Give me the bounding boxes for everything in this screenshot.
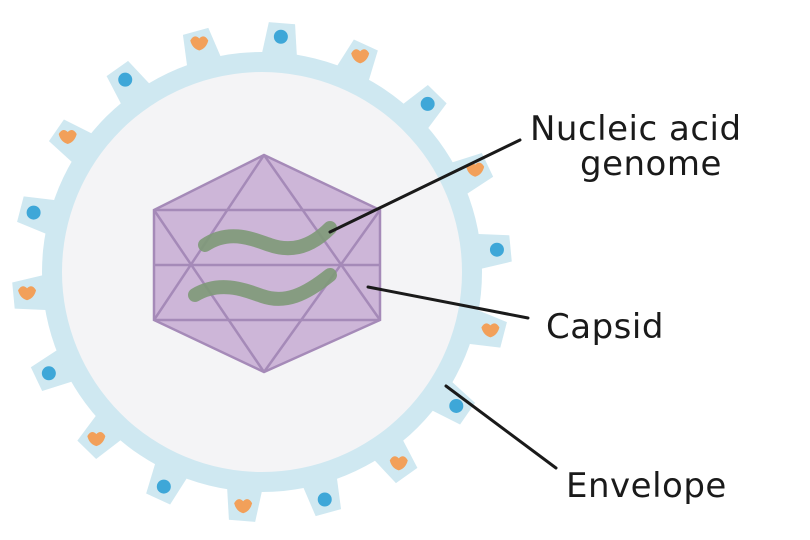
orange-surface-protein	[389, 456, 408, 471]
spike-glycoprotein	[398, 84, 447, 133]
envelope-spikes	[12, 22, 512, 522]
genome-label-line1: Nucleic acid	[530, 109, 742, 149]
orange-surface-protein	[466, 162, 485, 177]
capsid-label: Capsid	[546, 307, 664, 347]
capsid	[152, 153, 382, 374]
blue-surface-protein	[41, 366, 56, 381]
spike-glycoprotein	[48, 119, 97, 166]
blue-surface-protein	[317, 492, 332, 507]
blue-surface-protein	[449, 398, 464, 413]
blue-surface-protein	[420, 96, 435, 111]
orange-surface-protein	[18, 286, 37, 301]
blue-surface-protein	[156, 479, 171, 494]
blue-surface-protein	[118, 72, 133, 87]
blue-surface-protein	[489, 242, 504, 257]
genome-leader-line	[328, 138, 522, 234]
blue-surface-protein	[26, 205, 41, 220]
orange-surface-protein	[190, 36, 209, 51]
capsid-facets	[152, 154, 382, 373]
blue-surface-protein	[273, 29, 288, 44]
capsid-leader-line	[366, 285, 530, 320]
orange-surface-protein	[481, 323, 500, 338]
orange-surface-protein	[58, 129, 77, 145]
genome-label-line2: genome	[580, 144, 722, 184]
orange-surface-protein	[234, 499, 253, 514]
nucleic-acid-genome	[188, 221, 337, 306]
envelope-leader-line	[444, 384, 558, 470]
orange-surface-protein	[87, 432, 106, 447]
orange-surface-protein	[351, 49, 370, 64]
envelope-label: Envelope	[566, 466, 727, 506]
